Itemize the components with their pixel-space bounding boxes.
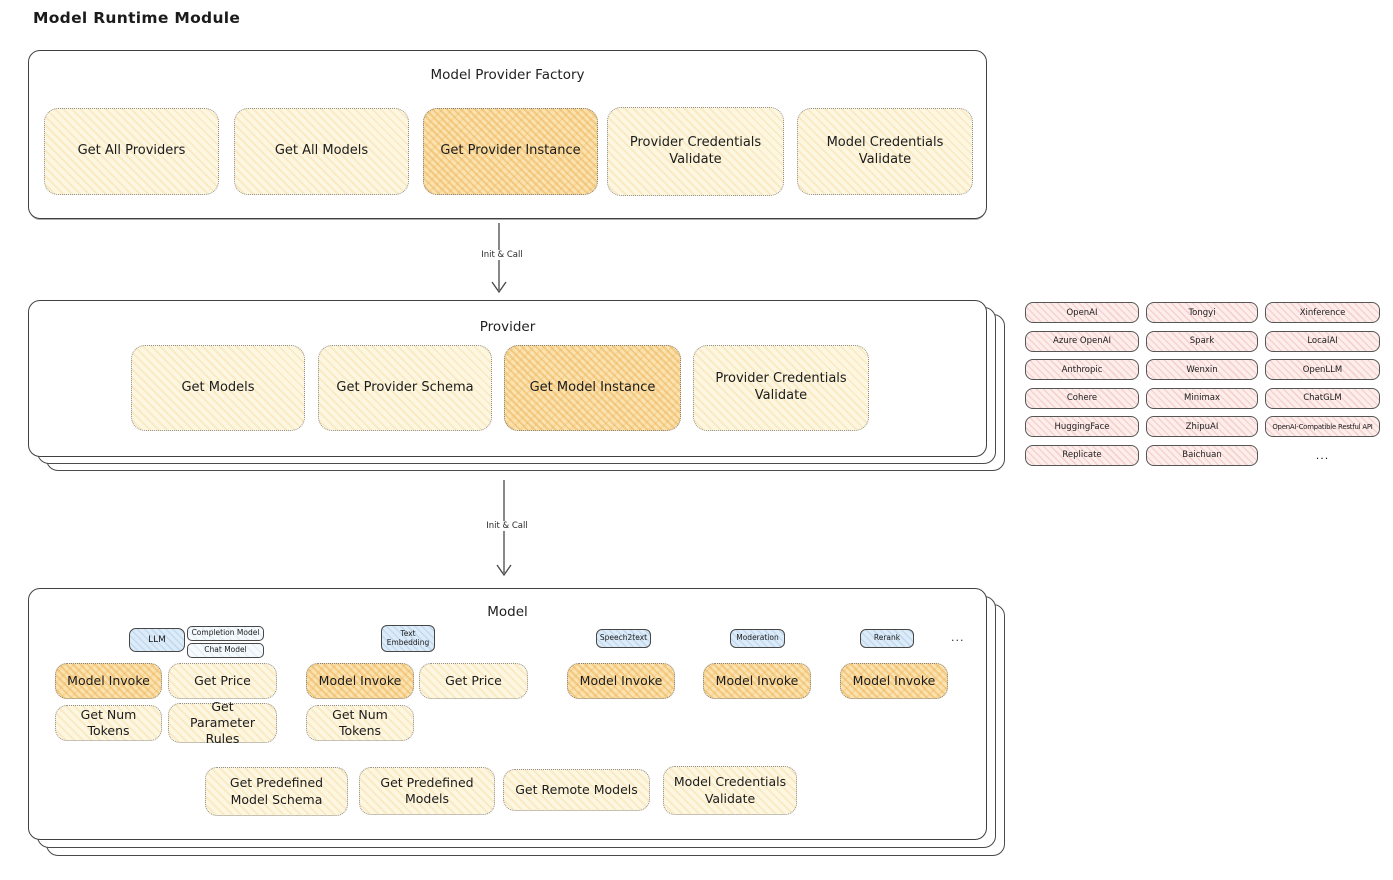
node-provider-credentials-validate-2: Provider Credentials Validate [693,345,869,431]
node-get-all-providers: Get All Providers [44,108,219,195]
node-embedding-model-invoke: Model Invoke [306,663,414,699]
providers-panel: OpenAI Tongyi Xinference Azure OpenAI Sp… [1025,302,1380,466]
node-embedding-get-price: Get Price [419,663,528,699]
provider-item: OpenLLM [1265,359,1380,380]
model-box: Model LLM Completion Model Chat Model Te… [28,588,987,840]
providers-more-ellipsis: ... [1315,448,1330,462]
node-get-predefined-models: Get Predefined Models [359,767,495,815]
provider-item: OpenAI [1025,302,1139,323]
provider-item: Replicate [1025,444,1139,466]
node-moderation-model-invoke: Model Invoke [703,663,811,699]
node-get-model-instance: Get Model Instance [504,345,681,431]
provider-item: Spark [1146,330,1258,352]
provider-item: LocalAI [1265,330,1380,352]
badge-moderation: Moderation [730,629,785,648]
badge-llm: LLM [129,628,185,652]
provider-item: ZhipuAI [1146,416,1258,437]
page-title: Model Runtime Module [33,9,241,27]
badge-rerank: Rerank [860,629,914,648]
node-llm-get-price: Get Price [168,663,277,699]
model-title: Model [487,604,528,620]
badge-text-embedding: Text Embedding [381,625,435,652]
node-llm-model-invoke: Model Invoke [55,663,162,699]
node-get-predefined-model-schema: Get Predefined Model Schema [205,767,348,816]
model-more-ellipsis: ... [951,631,965,644]
provider-item: Wenxin [1146,359,1258,380]
badge-completion-model: Completion Model [187,626,264,641]
arrow1-label: Init & Call [470,250,534,260]
provider-item: Azure OpenAI [1025,330,1139,352]
badge-chat-model: Chat Model [187,643,264,658]
provider-item: Xinference [1265,302,1380,323]
node-get-provider-instance: Get Provider Instance [423,108,598,195]
provider-item: ChatGLM [1265,387,1380,409]
node-llm-get-parameter-rules: Get Parameter Rules [168,699,277,746]
provider-item: Tongyi [1146,302,1258,323]
provider-item: Baichuan [1146,444,1258,466]
node-speech2text-model-invoke: Model Invoke [567,663,675,699]
provider-item: OpenAI-Compatible Restful API [1265,416,1380,437]
badge-speech2text: Speech2text [596,629,651,648]
factory-box: Model Provider Factory Get All Providers… [28,50,987,219]
node-llm-get-num-tokens: Get Num Tokens [55,705,162,741]
node-rerank-model-invoke: Model Invoke [840,663,948,699]
provider-item: Minimax [1146,387,1258,409]
node-get-all-models: Get All Models [234,108,409,195]
node-get-provider-schema: Get Provider Schema [318,345,492,431]
node-get-remote-models: Get Remote Models [503,769,650,811]
factory-title: Model Provider Factory [430,67,585,83]
provider-item: Cohere [1025,387,1139,409]
node-model-credentials-validate: Model Credentials Validate [797,108,973,195]
arrow2-label: Init & Call [475,521,539,531]
node-get-models: Get Models [131,345,305,431]
provider-item: HuggingFace [1025,416,1139,437]
node-provider-credentials-validate: Provider Credentials Validate [607,107,784,196]
node-model-credentials-validate-2: Model Credentials Validate [663,766,797,815]
provider-item: Anthropic [1025,359,1139,380]
provider-box: Provider Get Models Get Provider Schema … [28,300,987,457]
node-embedding-get-num-tokens: Get Num Tokens [306,705,414,741]
arrow-down-icon [491,223,507,294]
provider-title: Provider [479,319,536,335]
